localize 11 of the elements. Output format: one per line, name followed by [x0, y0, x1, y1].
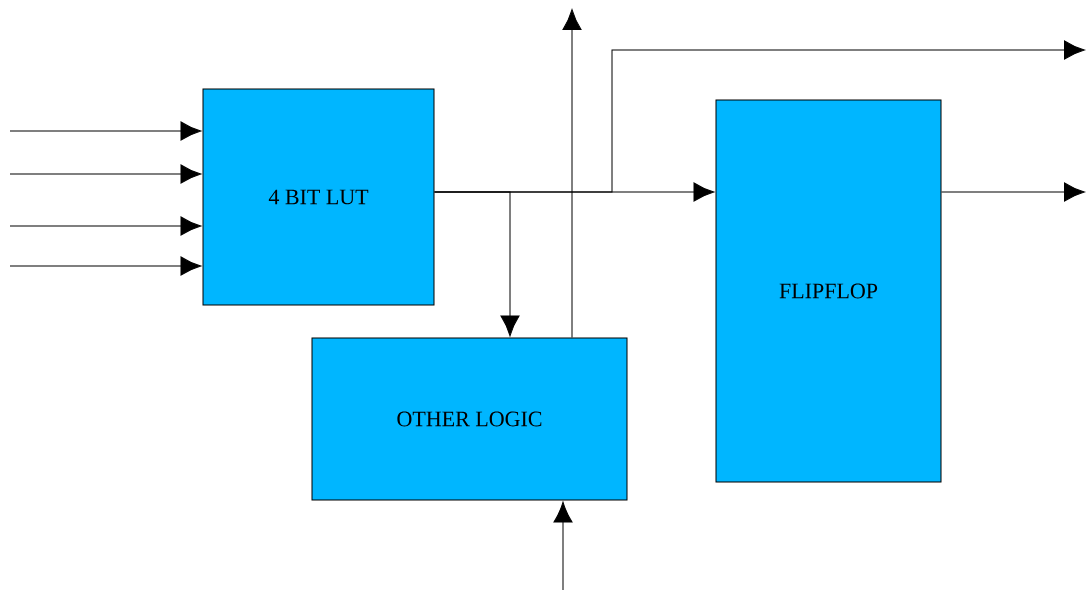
logic-block: 4 BIT LUT — [202, 88, 435, 306]
arrow — [9, 216, 202, 236]
arrow — [562, 9, 582, 338]
arrow — [434, 40, 1085, 193]
logic-block: FLIPFLOP — [715, 99, 942, 483]
arrow — [553, 501, 573, 590]
arrow — [9, 121, 202, 141]
logic-block: OTHER LOGIC — [311, 337, 628, 501]
arrow — [941, 182, 1085, 202]
arrow — [9, 164, 202, 184]
arrow — [9, 256, 202, 276]
